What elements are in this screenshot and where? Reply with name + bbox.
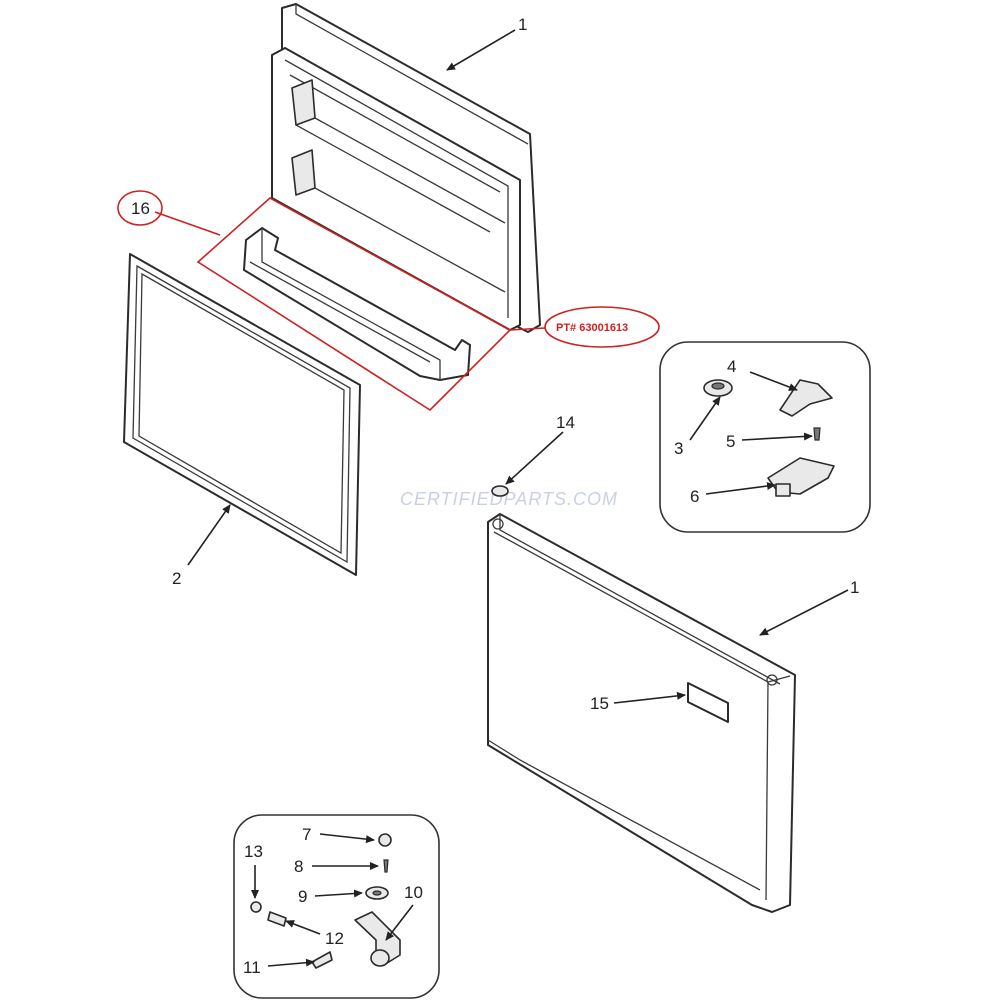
hinge-bottom-parts [250, 833, 401, 969]
callout-10: 10 [404, 883, 423, 902]
part-number-oval [544, 306, 660, 348]
callout-5: 5 [726, 432, 735, 451]
callout-16-circle [117, 190, 163, 226]
callout-11: 11 [243, 958, 261, 977]
hinge-kit-top-inset [659, 341, 871, 533]
callout-16: 16 [131, 199, 150, 218]
callout-12: 12 [325, 929, 344, 948]
callout-3: 3 [674, 439, 683, 458]
door-shelf-part [243, 227, 471, 381]
callout-6: 6 [690, 487, 699, 506]
shelf-highlight [117, 190, 660, 412]
hinge-top-parts [703, 379, 835, 497]
callout-2: 2 [172, 569, 181, 588]
label-plate [687, 682, 729, 723]
callout-arrows [187, 29, 849, 967]
callout-13: 13 [244, 842, 263, 861]
callout-14: 14 [556, 413, 575, 432]
lower-door-part [487, 513, 796, 913]
callout-15: 15 [590, 694, 609, 713]
top-plug-part [491, 485, 509, 497]
callout-4: 4 [727, 357, 736, 376]
upper-door-part [271, 3, 541, 333]
callout-1-upper: 1 [518, 15, 527, 34]
callout-7: 7 [302, 825, 311, 844]
callout-9: 9 [298, 887, 307, 906]
watermark: CERTIFIEDPARTS.COM [400, 489, 618, 509]
callout-1-lower: 1 [850, 578, 859, 597]
gasket-part [123, 253, 361, 576]
hinge-kit-bottom-inset [233, 814, 440, 999]
part-number-label: PT# 63001613 [556, 322, 628, 334]
callout-8: 8 [294, 857, 303, 876]
